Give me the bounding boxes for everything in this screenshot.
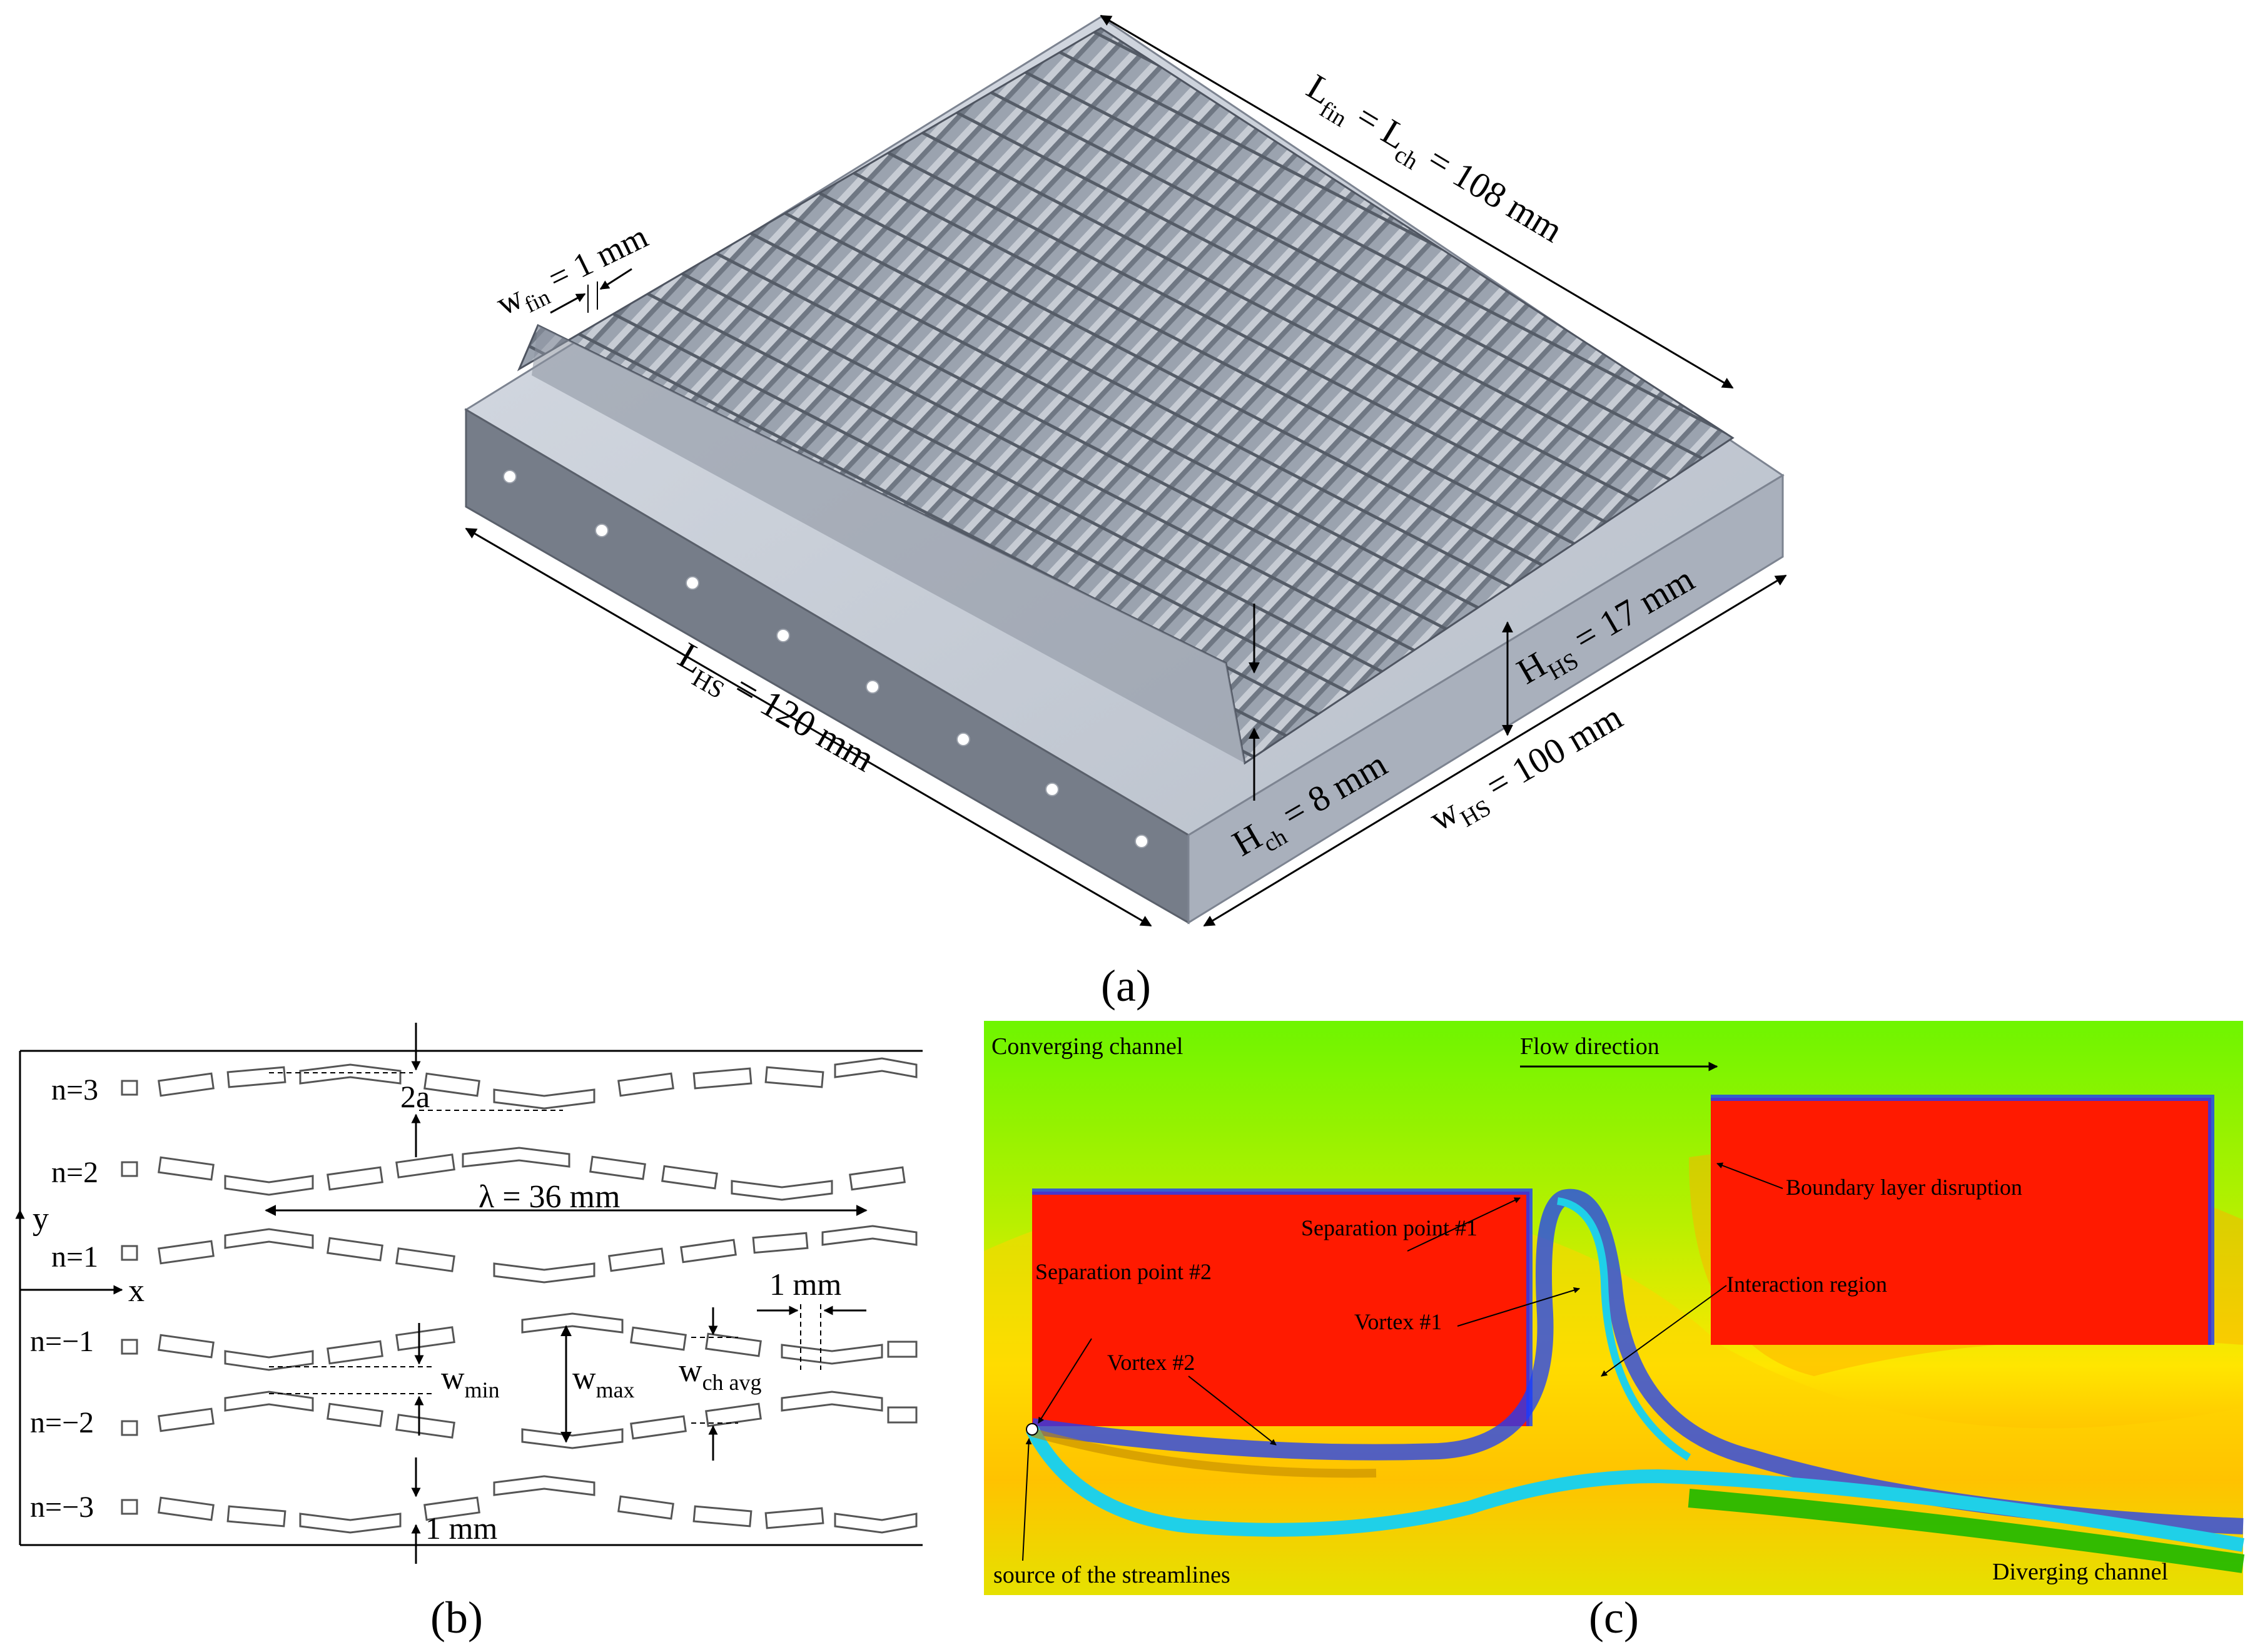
fin-block-left [1032, 1192, 1529, 1426]
l-hs-dimension [465, 527, 1152, 927]
w-hs-dimension [1203, 574, 1787, 927]
w-min-label: wmin [441, 1361, 500, 1402]
panel-a-heat-sink: wfin = 1 mm Lfin = Lch = 108 mm LHS = 12… [464, 14, 1787, 1011]
fin-row-n1 [121, 1225, 918, 1284]
row-label-nm3: n=−3 [30, 1491, 94, 1524]
panel-a-caption: (a) [1101, 961, 1151, 1011]
panel-b-channel-layout: n=3 n=2 n=1 n=−1 n=−2 n=−3 y x 2a λ = 36… [15, 1023, 923, 1643]
row-label-n3: n=3 [51, 1073, 98, 1107]
row-label-n1: n=1 [51, 1240, 98, 1274]
fin-block-right [1711, 1098, 2211, 1345]
w-ch-avg-label: wch avg [679, 1353, 762, 1395]
row-label-n2: n=2 [51, 1156, 98, 1189]
bottom-gap-label: 1 mm [425, 1511, 497, 1546]
w-fin-arrow-right [599, 268, 632, 290]
fin-row-nm2 [121, 1391, 918, 1449]
fin-gap-label: 1 mm [769, 1267, 841, 1302]
l-fin-dimension [1100, 14, 1734, 389]
x-axis-label: x [128, 1273, 144, 1309]
panel-c-flow-field: Converging channel Flow direction Bounda… [984, 1021, 2245, 1643]
separation-point-2-label: Separation point #2 [1035, 1259, 1212, 1284]
row-label-nm2: n=−2 [30, 1406, 94, 1439]
vortex-2-label: Vortex #2 [1107, 1350, 1195, 1375]
row-label-nm1: n=−1 [30, 1325, 94, 1358]
streamline-band [1026, 1426, 2244, 1552]
panel-c-caption: (c) [1589, 1593, 1639, 1643]
converging-channel-label: Converging channel [991, 1033, 1183, 1060]
fin-row-nm3 [121, 1475, 918, 1534]
diverging-channel-label: Diverging channel [1992, 1559, 2168, 1585]
fin-row-n3 [121, 1057, 918, 1110]
separation-point-1-label: Separation point #1 [1301, 1215, 1477, 1240]
streamline-source-label: source of the streamlines [993, 1562, 1230, 1588]
fin-row-n2 [121, 1147, 906, 1201]
y-axis-label: y [33, 1201, 49, 1237]
panel-b-caption: (b) [430, 1593, 483, 1643]
streamline-source-point [1026, 1423, 1038, 1436]
vortex-1-label: Vortex #1 [1354, 1309, 1442, 1334]
w-max-label: wmax [572, 1361, 635, 1402]
interaction-region-label: Interaction region [1726, 1272, 1887, 1297]
w-fin-arrow-left [550, 293, 586, 314]
fin-row-nm1 [121, 1312, 918, 1371]
flow-direction-label: Flow direction [1520, 1033, 1660, 1060]
wavelength-label: λ = 36 mm [479, 1179, 620, 1215]
amplitude-label: 2a [400, 1079, 430, 1114]
boundary-layer-label: Boundary layer disruption [1786, 1175, 2022, 1200]
